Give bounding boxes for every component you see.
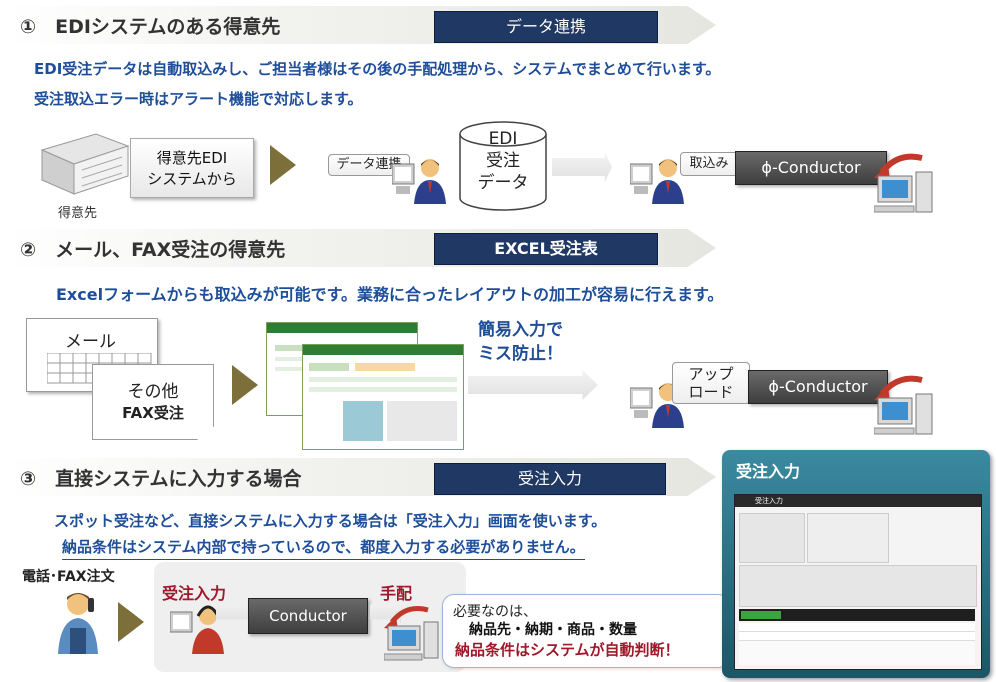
edi-database-icon bbox=[459, 121, 547, 211]
source-box: 得意先EDI システムから bbox=[130, 138, 254, 198]
db-label-line1: EDI bbox=[488, 129, 518, 149]
operator-person-icon bbox=[630, 159, 684, 204]
section1-tag: データ連携 bbox=[434, 11, 658, 43]
source-box-line1: 得意先EDI bbox=[156, 149, 228, 167]
section3-tag: 受注入力 bbox=[434, 463, 666, 495]
screen-window: 受注入力 bbox=[734, 494, 982, 670]
screen-grid-empty bbox=[739, 641, 975, 665]
db-label: EDI 受注 データ bbox=[458, 128, 548, 194]
conductor-box-3: Conductor bbox=[248, 598, 368, 634]
flow-triangle-3 bbox=[118, 602, 144, 642]
screen-grid-row bbox=[739, 623, 975, 632]
screen-panel: 受注入力 受注入力 bbox=[722, 450, 990, 678]
section1-title: ① EDIシステムのある得意先 bbox=[20, 16, 281, 38]
section2-title: ② メール、FAX受注の得意先 bbox=[20, 239, 286, 261]
speech-line1: 必要なのは、 bbox=[453, 604, 537, 620]
input-label: 受注入力 bbox=[162, 584, 227, 603]
phone-label: 電話･FAX注文 bbox=[22, 569, 115, 585]
other-label-line1: その他 bbox=[127, 382, 179, 402]
flow-arrow-1 bbox=[552, 152, 612, 182]
section1-desc1: EDI受注データは自動取込みし、ご担当者様はその後の手配処理から、システムでまと… bbox=[34, 60, 721, 78]
excel-sheet-front bbox=[302, 344, 464, 450]
speech-bubble: 必要なのは、 納品先・納期・商品・数量 納品条件はシステムが自動判断！ bbox=[442, 594, 730, 668]
speech-line2: 納品先・納期・商品・数量 bbox=[469, 622, 637, 638]
section2-tag: EXCEL受注表 bbox=[434, 233, 658, 265]
computer-icon bbox=[874, 153, 933, 213]
section3-desc2: 納品条件はシステム内部で持っているので、都度入力する必要がありません。 bbox=[62, 536, 585, 560]
operator-person-icon bbox=[630, 383, 684, 428]
other-document: その他 FAX受注 bbox=[92, 364, 214, 440]
flow-triangle-2 bbox=[232, 365, 258, 405]
computer-icon bbox=[874, 375, 933, 435]
section3-title: ③ 直接システムに入力する場合 bbox=[20, 468, 302, 490]
speech-line3: 納品条件はシステムが自動判断！ bbox=[455, 641, 680, 659]
section2-note: 簡易入力で ミス防止！ bbox=[478, 318, 563, 366]
callout-upload: アップ ロード bbox=[672, 362, 750, 404]
screen-grid-header bbox=[739, 609, 975, 621]
note-line1: 簡易入力で bbox=[478, 320, 563, 340]
screen-form-left bbox=[739, 513, 805, 563]
screen-form-lower bbox=[739, 565, 977, 607]
source-caption: 得意先 bbox=[58, 206, 98, 221]
screen-grid-row bbox=[739, 632, 975, 641]
upload-line2: ロード bbox=[688, 383, 734, 401]
screen-form-mid bbox=[807, 513, 889, 563]
other-label-line2: FAX受注 bbox=[122, 404, 184, 422]
db-label-line3: データ bbox=[477, 173, 529, 193]
conductor-box-2: ϕ-Conductor bbox=[748, 370, 888, 404]
arrange-label: 手配 bbox=[380, 584, 413, 603]
screen-panel-title: 受注入力 bbox=[736, 462, 801, 481]
flow-triangle-1 bbox=[270, 145, 296, 185]
section3-desc1: スポット受注など、直接システムに入力する場合は「受注入力」画面を使います。 bbox=[54, 512, 607, 530]
section1-desc2: 受注取込エラー時はアラート機能で対応します。 bbox=[34, 90, 363, 108]
db-label-line2: 受注 bbox=[486, 151, 520, 171]
screen-window-title: 受注入力 bbox=[735, 495, 981, 507]
phone-person-icon bbox=[58, 593, 98, 654]
source-box-line2: システムから bbox=[147, 170, 237, 188]
computer-icon bbox=[384, 606, 439, 661]
conductor-box-1: ϕ-Conductor bbox=[735, 151, 887, 185]
note-line2: ミス防止！ bbox=[478, 344, 563, 364]
operator-person-icon bbox=[392, 159, 446, 204]
headset-operator-icon bbox=[170, 605, 224, 654]
screen-green-button bbox=[741, 611, 781, 619]
callout-import: 取込み bbox=[680, 152, 738, 176]
flow-arrow-2 bbox=[468, 370, 598, 400]
section2-desc: Excelフォームからも取込みが可能です。業務に合ったレイアウトの加工が容易に行… bbox=[56, 285, 724, 304]
upload-line1: アップ bbox=[688, 365, 734, 383]
server-icon bbox=[40, 133, 130, 195]
mail-label: メール bbox=[65, 332, 116, 352]
